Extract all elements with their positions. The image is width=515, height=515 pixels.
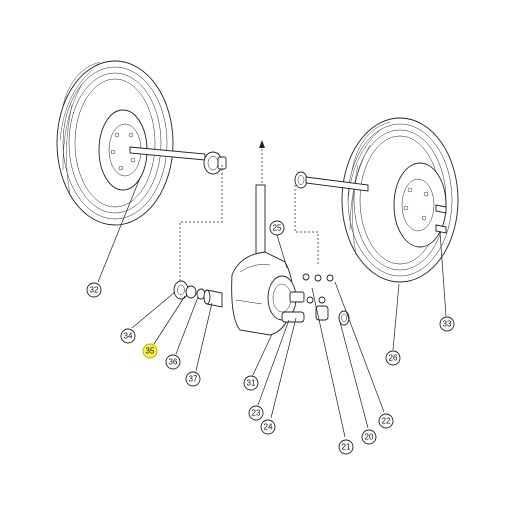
- callout-31[interactable]: 31: [243, 375, 259, 391]
- svg-text:31: 31: [247, 379, 256, 388]
- up-arrow-icon: [259, 140, 265, 148]
- svg-text:25: 25: [273, 224, 282, 233]
- svg-text:36: 36: [169, 358, 178, 367]
- callout-22[interactable]: 22: [378, 413, 394, 429]
- svg-text:32: 32: [90, 286, 99, 295]
- callout-21[interactable]: 21: [338, 439, 354, 455]
- callout-33[interactable]: 33: [439, 316, 455, 332]
- dashed-guide-right: [294, 185, 319, 265]
- svg-text:22: 22: [382, 417, 391, 426]
- callout-23[interactable]: 23: [248, 405, 264, 421]
- svg-text:21: 21: [342, 443, 351, 452]
- svg-text:33: 33: [443, 320, 452, 329]
- shift-parts: [281, 273, 350, 326]
- right-wheel: [341, 117, 459, 283]
- callout-34[interactable]: 34: [120, 328, 136, 344]
- callout-32[interactable]: 32: [86, 282, 102, 298]
- callout-25[interactable]: 25: [269, 220, 285, 236]
- left-wheel: [56, 60, 174, 226]
- svg-text:26: 26: [389, 354, 398, 363]
- callout-36[interactable]: 36: [165, 354, 181, 370]
- callout-20[interactable]: 20: [361, 429, 377, 445]
- svg-text:34: 34: [124, 332, 133, 341]
- dashed-guide-left: [179, 165, 223, 282]
- right-axle-shaft: [294, 171, 369, 192]
- gearbox-housing: [231, 184, 297, 336]
- svg-text:37: 37: [189, 375, 198, 384]
- callout-26[interactable]: 26: [385, 350, 401, 366]
- callout-37[interactable]: 37: [185, 371, 201, 387]
- leader-lines: [97, 177, 447, 438]
- callout-35[interactable]: 35: [142, 343, 158, 359]
- left-axle-shaft: [129, 146, 227, 175]
- svg-text:20: 20: [365, 433, 374, 442]
- bearing-stack: [173, 280, 223, 308]
- svg-text:24: 24: [264, 423, 273, 432]
- svg-text:35: 35: [146, 347, 155, 356]
- callout-24[interactable]: 24: [260, 419, 276, 435]
- svg-text:23: 23: [252, 409, 261, 418]
